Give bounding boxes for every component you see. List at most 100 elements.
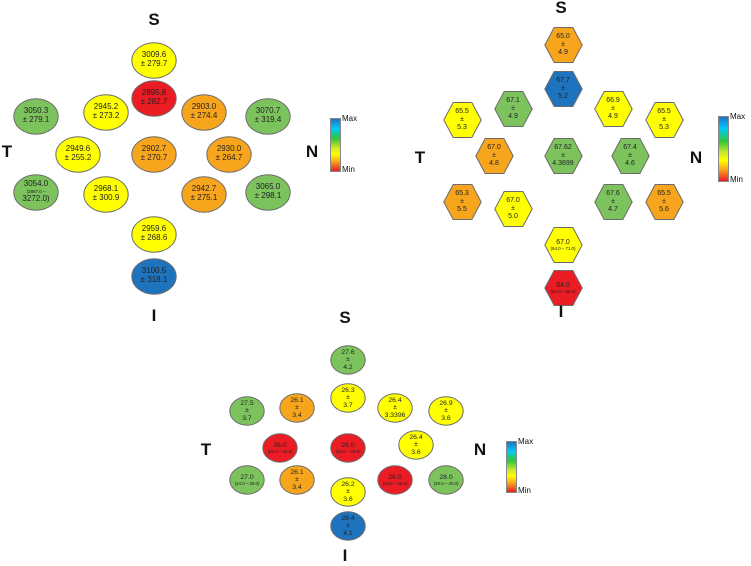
cell-value-line2: ±: [628, 152, 632, 160]
cell-value-line2: ± 274.4: [190, 111, 218, 120]
cell-value-line1: 67.0: [556, 238, 570, 246]
figure-2-cell-6: 65.5±5.3: [644, 99, 684, 141]
cell-value-line2: ±: [561, 152, 565, 160]
cell-value-line1: 27.0: [240, 473, 254, 481]
cell-value-line2: ± 264.7: [215, 153, 243, 162]
cell-value-line1: 67.4: [623, 144, 637, 152]
figure-3-cell-14: 26.2±3.6: [330, 477, 366, 507]
cell-value-line3: 3.6: [411, 448, 421, 456]
figure-3-cell-10: 27.0(24.0 – 29.0): [229, 465, 265, 495]
figure-3-cell-1: 27.6±4.2: [330, 345, 366, 375]
cell-value-line1: 2930.0: [216, 144, 242, 154]
cell-value-line1: 67.0: [506, 197, 520, 205]
cell-value-line2: (26.0 – 30.0): [433, 481, 459, 487]
cell-value-line3: 4.1: [343, 529, 353, 537]
legend-gradient-bar: [330, 118, 341, 172]
figure-2-cell-3: 65.5±5.3: [442, 99, 482, 141]
figure-1-label-n: N: [305, 142, 319, 161]
cell-value-line3: 4.2: [343, 363, 353, 371]
cell-value-line1: 2945.2: [93, 102, 119, 112]
cell-value-line1: 26.1: [290, 396, 304, 404]
cell-value-line1: 67.7: [556, 77, 570, 85]
cell-value-line2: ±: [295, 404, 299, 412]
cell-value-line3: 3.3396: [384, 411, 406, 419]
cell-value-line1: 2949.6: [65, 144, 91, 154]
cell-value-line3: 3.4: [292, 411, 302, 419]
cell-value-line2: ±: [662, 198, 666, 206]
figure-2-label-s: S: [555, 0, 567, 17]
cell-value-line2: (23.0 – 28.0): [335, 449, 361, 455]
figure-3-cell-12: 26.0(24.0 – 29.0): [377, 465, 413, 495]
figure-3-cell-2: 26.3±3.7: [330, 383, 366, 413]
cell-value-line3: 3.6: [343, 495, 353, 503]
figure-1-cell-6: 3070.7± 319.4: [245, 97, 291, 135]
cell-value-line2: ±: [393, 404, 397, 412]
cell-value-line1: 2959.6: [141, 224, 167, 234]
cell-value-line1: 64.0: [556, 281, 570, 289]
cell-value-line2: ±: [561, 41, 565, 49]
legend-gradient-bar: [718, 116, 729, 182]
cell-value-line2: ± 319.4: [254, 115, 282, 124]
cell-value-line2: ± 279.7: [140, 59, 168, 68]
cell-value-line1: 66.9: [606, 97, 620, 105]
figure-1-cell-15: 3100.5± 318.1: [131, 257, 177, 295]
cell-value-line2: ±: [414, 441, 418, 449]
cell-value-line1: 26.1: [290, 468, 304, 476]
cell-value-line1: 26.2: [341, 480, 355, 488]
figure-2-label-i: I: [558, 302, 564, 321]
figure-3-label-n: N: [473, 440, 487, 459]
cell-value-line1: 26.4: [409, 433, 423, 441]
cell-value-line2: ±: [295, 476, 299, 484]
legend-max-label: Max: [730, 112, 746, 121]
cell-value-line2: ±: [346, 356, 350, 364]
legend-max-label: Max: [518, 437, 534, 446]
figure-2-cell-4: 67.1±4.9: [493, 88, 533, 130]
cell-value-line3: 3.4: [292, 483, 302, 491]
figure-2-cell-2: 67.7±5.2: [543, 68, 583, 110]
figure-1-cell-14: 2959.6± 268.6: [131, 215, 177, 253]
cell-value-line2: ±: [492, 152, 496, 160]
cell-value-line2: ±: [511, 105, 515, 113]
cell-value-line2: ± 273.2: [92, 111, 120, 120]
cell-value-line1: 3065.0: [255, 182, 281, 192]
figure-2-cell-13: 65.5±5.6: [644, 181, 684, 223]
figure-3-cell-13: 28.0(26.0 – 30.0): [428, 465, 464, 495]
cell-value-line2: ± 300.9: [92, 193, 120, 202]
cell-value-line1: 3054.0: [23, 179, 49, 189]
figure-1-label-i: I: [151, 306, 157, 325]
cell-value-line1: 67.6: [606, 190, 620, 198]
figure-2-label-n: N: [689, 148, 703, 167]
figure-3-cell-3: 27.5±3.7: [229, 396, 265, 426]
figure-3-label-s: S: [339, 308, 351, 327]
cell-value-line1: 3100.5: [141, 266, 167, 276]
cell-value-line1: 65.5: [657, 108, 671, 116]
cell-value-line2: (64.0 – 71.0): [550, 246, 576, 252]
legend-gradient-bar: [506, 441, 517, 493]
figure-3-label-t: T: [200, 440, 212, 459]
figure-1-cell-5: 2903.0± 274.4: [181, 93, 227, 131]
cell-value-line2: ±: [511, 205, 515, 213]
cell-value-line1: 2902.7: [141, 144, 167, 154]
cell-value-line3: 3.7: [343, 401, 353, 409]
cell-value-line3: 4.6: [625, 159, 635, 167]
cell-value-line1: 65.5: [455, 108, 469, 116]
figure-1-cell-4: 2945.2± 273.2: [83, 93, 129, 131]
cell-value-line1: 65.5: [657, 190, 671, 198]
figure-3-cell-5: 26.4±3.3396: [377, 393, 413, 423]
cell-value-line3: 5.0: [508, 212, 518, 220]
cell-value-line1: 67.0: [487, 144, 501, 152]
figure-1-cell-9: 2930.0± 264.7: [206, 135, 252, 173]
figure-3-cell-9: 26.4±3.6: [398, 430, 434, 460]
cell-value-line1: 27.5: [240, 399, 254, 407]
cell-value-line3: 5.2: [558, 92, 568, 100]
cell-value-line2: ± 282.7: [140, 97, 168, 106]
cell-value-line3: 4.3699: [552, 159, 574, 167]
cell-value-line1: 65.3: [455, 190, 469, 198]
cell-value-line2: ± 298.1: [254, 191, 282, 200]
cell-value-line2: ± 268.6: [140, 233, 168, 242]
cell-value-line1: 26.0: [388, 473, 402, 481]
cell-value-line2: ± 318.1: [140, 275, 168, 284]
cell-value-line3: 4.9: [508, 112, 518, 120]
cell-value-line3: 5.3: [457, 123, 467, 131]
